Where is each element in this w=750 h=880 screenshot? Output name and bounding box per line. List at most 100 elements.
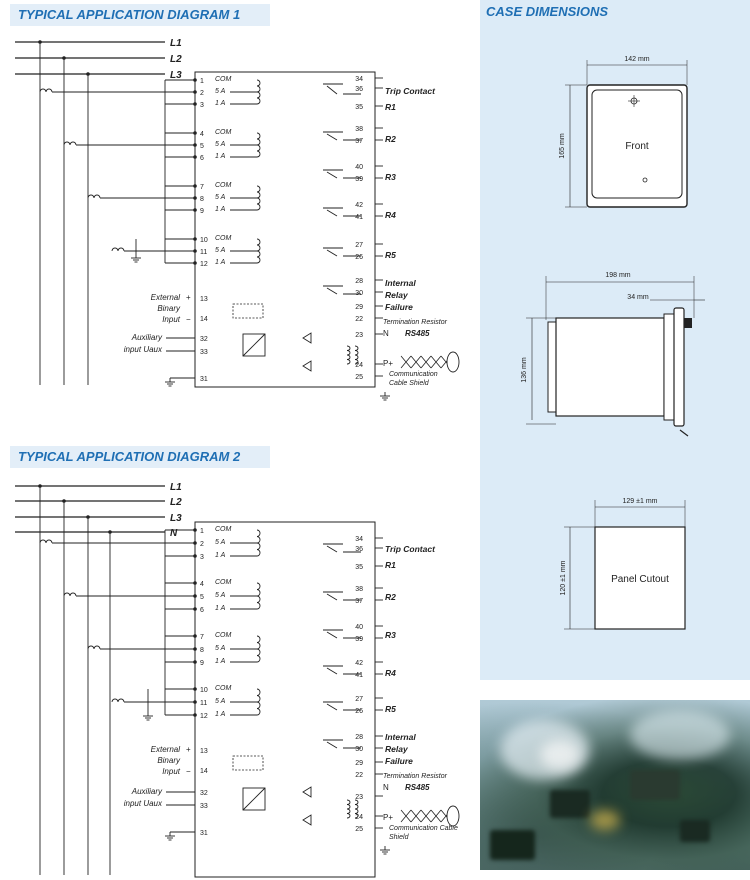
terminal-13: 13: [200, 748, 208, 755]
terminal-label-7: COM: [215, 632, 232, 639]
twisted-pair-cable: [400, 809, 452, 823]
binary-input-label-3: Input: [162, 767, 181, 776]
terminal-1: 1: [200, 528, 204, 535]
relay-contact-blade: [326, 287, 338, 295]
junction-dot: [193, 155, 197, 159]
junction-dot: [193, 607, 197, 611]
relay-contact-blade: [326, 741, 338, 749]
terminal-24: 24: [355, 814, 363, 821]
relay-label-r3: R3: [385, 630, 396, 640]
trip-contact-label: Trip Contact: [385, 544, 436, 554]
optocoupler-box: [232, 755, 264, 771]
terminal-28: 28: [355, 734, 363, 741]
junction-dot: [193, 713, 197, 717]
bus-label-L2: L2: [170, 497, 182, 508]
relay-label-r4: R4: [385, 668, 396, 678]
terminal-34: 34: [355, 76, 363, 83]
case-dimensions-drawings: Front 142 mm 165 mm 198 mm 34 mm 136 mm …: [521, 56, 705, 630]
terminal-42: 42: [355, 660, 363, 667]
terminal-label-4: COM: [215, 129, 232, 136]
internal-label: Internal: [385, 278, 416, 288]
side-width-label: 198 mm: [605, 272, 630, 279]
binary-plus: +: [186, 745, 191, 754]
junction-dot: [193, 541, 197, 545]
panel-cutout-view: Panel Cutout 129 ±1 mm 120 ±1 mm: [560, 498, 686, 630]
terminal-5: 5: [200, 143, 204, 150]
cutout-height-label: 120 ±1 mm: [560, 560, 567, 595]
aux-label-2: input Uaux: [124, 345, 163, 354]
terminal-2: 2: [200, 541, 204, 548]
twisted-pair-cable: [400, 355, 452, 369]
terminal-label-5: 5 A: [215, 592, 226, 599]
relay-contact-blade: [326, 545, 338, 553]
relay-unit-box: [194, 71, 376, 388]
terminal-label-7: COM: [215, 182, 232, 189]
terminal-4: 4: [200, 131, 204, 138]
power-supply-diag: [242, 787, 266, 811]
relay-unit-box: [194, 521, 376, 878]
terminal-41: 41: [355, 672, 363, 679]
comm-p-label: P+: [383, 813, 393, 822]
junction-dot: [193, 249, 197, 253]
front-view: Front 142 mm 165 mm: [559, 56, 688, 208]
terminal-14: 14: [200, 768, 208, 775]
terminal-label-1: COM: [215, 526, 232, 533]
terminal-35: 35: [355, 564, 363, 571]
cable-connector-icon: [446, 351, 460, 373]
relay-label-r1: R1: [385, 102, 396, 112]
junction-dot: [38, 40, 42, 44]
current-transformer-icon: [63, 141, 77, 146]
junction-dot: [193, 184, 197, 188]
terminal-9: 9: [200, 208, 204, 215]
terminal-27: 27: [355, 696, 363, 703]
optocoupler-box: [232, 303, 264, 319]
terminal-label-2: 5 A: [215, 88, 226, 95]
junction-dot: [86, 72, 90, 76]
junction-dot: [108, 530, 112, 534]
failure-label: Failure: [385, 756, 413, 766]
terminal-label-1: COM: [215, 76, 232, 83]
terminal-35: 35: [355, 104, 363, 111]
junction-dot: [62, 56, 66, 60]
termination-resistor-label: Termination Resistor: [383, 773, 448, 780]
binary-input-label-3: Input: [162, 315, 181, 324]
junction-dot: [193, 208, 197, 212]
terminal-14: 14: [200, 316, 208, 323]
aux-label-2: input Uaux: [124, 799, 163, 808]
binary-input-label-2: Binary: [157, 304, 181, 313]
terminal-label-3: 1 A: [215, 552, 226, 559]
comm-shield-label-1: Communication Cable: [389, 825, 458, 832]
power-supply-diag: [242, 333, 266, 357]
front-height-label: 165 mm: [559, 133, 566, 158]
relay-contact-blade: [326, 593, 338, 601]
comm-shield-label-1: Communication: [389, 371, 438, 378]
ct-coil: [354, 799, 359, 819]
current-transformer-icon: [87, 645, 101, 650]
relay-contact-blade: [326, 209, 338, 217]
bus-label-L2: L2: [170, 54, 182, 65]
junction-dot: [62, 499, 66, 503]
junction-dot: [193, 102, 197, 106]
terminal-29: 29: [355, 304, 363, 311]
bus-label-L3: L3: [170, 513, 182, 524]
terminal-label-12: 1 A: [215, 259, 226, 266]
terminal-11: 11: [200, 700, 207, 707]
ct-coil: [346, 345, 351, 365]
current-transformer-icon: [111, 698, 125, 703]
ct-coil: [346, 799, 351, 819]
terminal-26: 26: [355, 254, 363, 261]
terminal-32: 32: [200, 790, 208, 797]
terminal-label-6: 1 A: [215, 153, 226, 160]
junction-dot: [193, 131, 197, 135]
relay-contact-blade: [326, 631, 338, 639]
terminal-37: 37: [355, 598, 363, 605]
terminal-12: 12: [200, 261, 208, 268]
terminal-label-12: 1 A: [215, 711, 226, 718]
terminal-22: 22: [355, 772, 363, 779]
terminal-10: 10: [200, 237, 208, 244]
bus-label-L1: L1: [170, 482, 182, 493]
terminal-label-8: 5 A: [215, 645, 226, 652]
comm-led-icon: [302, 786, 312, 798]
terminal-label-2: 5 A: [215, 539, 226, 546]
